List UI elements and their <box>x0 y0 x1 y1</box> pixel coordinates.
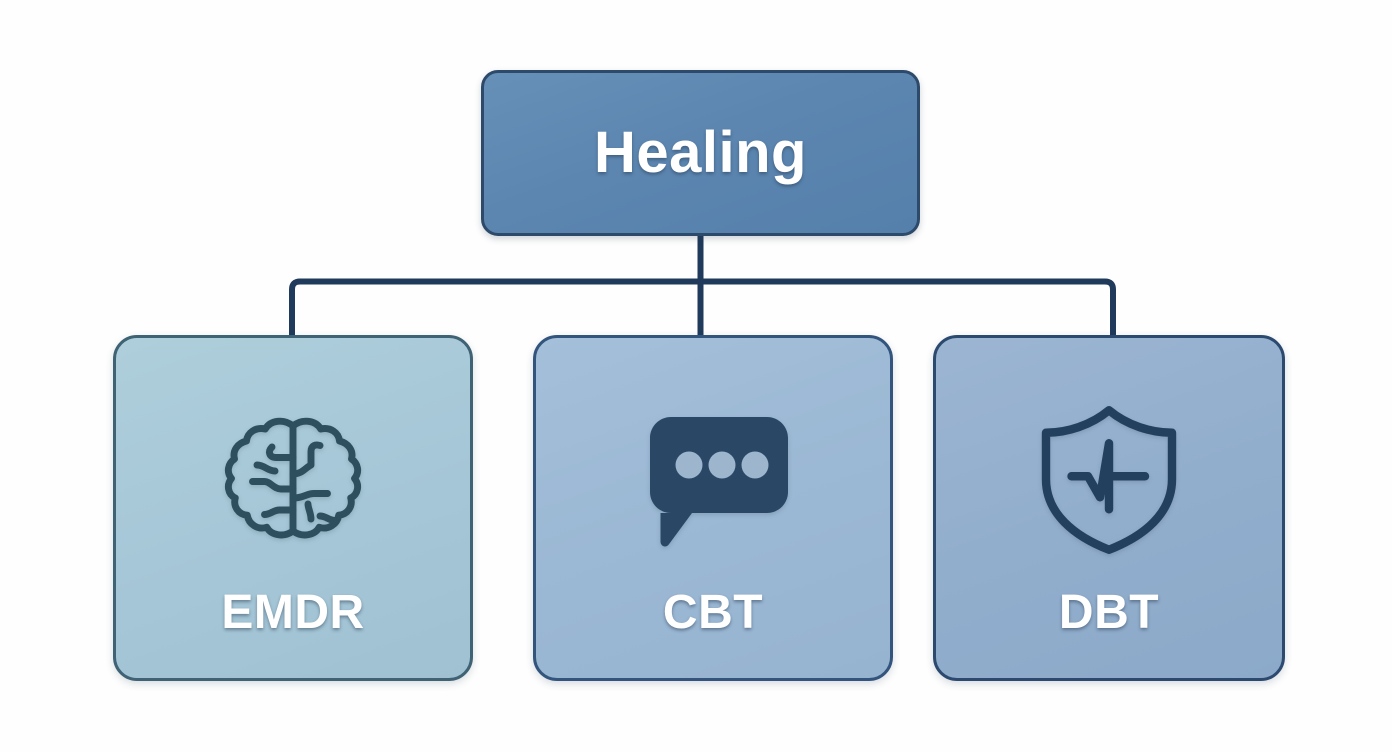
bubble-dot-2 <box>708 451 736 479</box>
node-emdr-label: EMDR <box>221 586 365 639</box>
node-emdr-icon-wrap <box>218 385 368 575</box>
brain-icon <box>224 417 362 539</box>
bubble-dot-3 <box>741 451 769 479</box>
node-emdr[interactable]: EMDR <box>113 335 473 681</box>
node-dbt-icon-wrap <box>1034 385 1184 575</box>
connector-bus-right <box>700 278 1116 335</box>
node-healing[interactable]: Healing <box>481 70 920 236</box>
node-cbt-icon-wrap <box>637 385 789 575</box>
node-dbt-label: DBT <box>1058 586 1160 639</box>
bubble-dot-1 <box>675 451 703 479</box>
node-dbt[interactable]: DBT <box>933 335 1285 681</box>
speech-bubble-icon <box>650 417 788 547</box>
connector-bus-left <box>289 278 701 335</box>
node-cbt-label: CBT <box>662 586 764 639</box>
shield-pulse-icon <box>1041 406 1177 554</box>
node-healing-label: Healing <box>594 120 807 185</box>
node-cbt[interactable]: CBT <box>533 335 893 681</box>
